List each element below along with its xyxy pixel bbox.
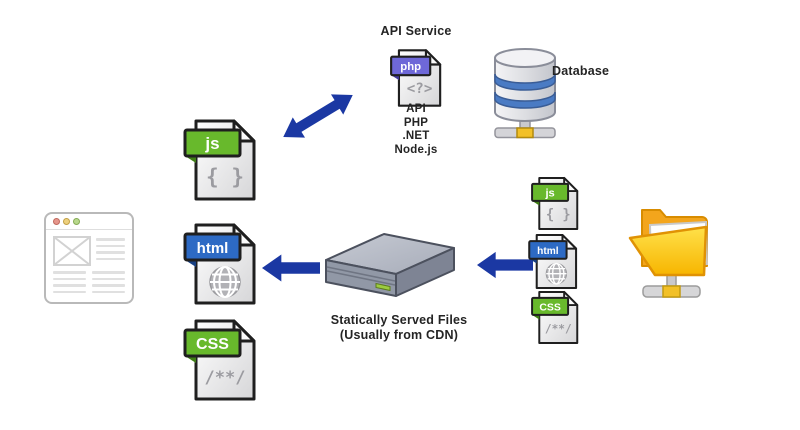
network-bar-hub [516,127,534,139]
badge-label: js [204,134,219,153]
database-icon [494,48,556,139]
server-led-light [375,282,391,292]
sync-double-arrow-icon [283,94,353,138]
html-file-icon-large: html [183,223,256,305]
browser-titlebar [46,214,132,230]
server-icon [325,233,455,297]
css-file-icon-small: CSS /**/ [531,290,579,345]
file-type-badge [183,128,242,158]
folder-front-flap [628,225,708,277]
ribbon-fold [529,258,537,264]
badge-label: CSS [539,302,561,313]
image-placeholder-icon [53,236,91,266]
double-arrow-shape [283,94,353,138]
window-minimize-dot-icon [63,218,70,225]
server-vent-grooves [326,266,396,286]
network-bar-hub [662,285,681,298]
server-caption-line1: Statically Served Files [330,313,468,327]
text-lines [96,236,125,266]
badge-label: CSS [196,336,229,353]
js-file-icon-large: js { } [183,119,256,201]
api-stack-line: API [406,103,426,115]
text-lines [92,271,125,297]
globe-icon [545,262,568,285]
browser-window-icon [44,212,134,304]
html-file-icon-small: html [528,234,578,289]
css-file-icon-large: CSS /**/ [183,319,256,401]
left-arrow-shape [262,254,320,282]
badge-label: php [400,61,421,73]
code-glyph: { } [546,207,571,223]
code-glyph: /**/ [545,323,572,336]
js-file-icon-small: js { } [531,176,579,231]
file-type-badge [528,240,568,260]
server-caption: Statically Served Files (Usually from CD… [308,313,490,343]
badge-label: js [544,187,554,199]
file-type-badge [390,55,432,77]
code-glyph: /**/ [205,368,246,388]
file-type-badge [531,296,570,316]
code-glyph: { } [206,165,244,189]
badge-label: html [537,246,559,257]
database-label: Database [552,64,610,78]
server-side-face [395,247,455,297]
ribbon-fold [391,75,399,81]
window-zoom-dot-icon [73,218,80,225]
api-stack-line: .NET [402,130,430,142]
ribbon-fold [185,260,196,267]
window-close-dot-icon [53,218,60,225]
ribbon-fold [532,200,540,206]
browser-content [46,230,132,297]
php-file-icon: php <?> [390,49,442,107]
api-stack-line: Node.js [394,143,438,156]
globe-icon [209,266,241,298]
left-arrow-shape [477,251,533,279]
ribbon-fold [532,314,540,320]
file-type-badge [183,232,242,262]
network-folder-icon [628,209,709,298]
badge-label: html [197,240,229,257]
api-stack-label: API PHP .NET Node.js [366,103,466,157]
file-type-badge [183,328,242,358]
code-glyph: <?> [407,81,433,97]
file-type-badge [531,182,570,202]
api-service-label: API Service [380,24,452,38]
api-stack-line: PHP [403,116,429,129]
arrow-files-to-server-icon [477,251,533,279]
disk-band [494,91,556,109]
server-caption-line2: (Usually from CDN) [339,328,459,342]
ribbon-fold [185,356,196,363]
text-lines [53,271,86,297]
disk-band [494,73,556,91]
cylinder-top [494,48,556,68]
ribbon-fold [185,156,196,163]
arrow-server-to-html-icon [262,254,320,282]
